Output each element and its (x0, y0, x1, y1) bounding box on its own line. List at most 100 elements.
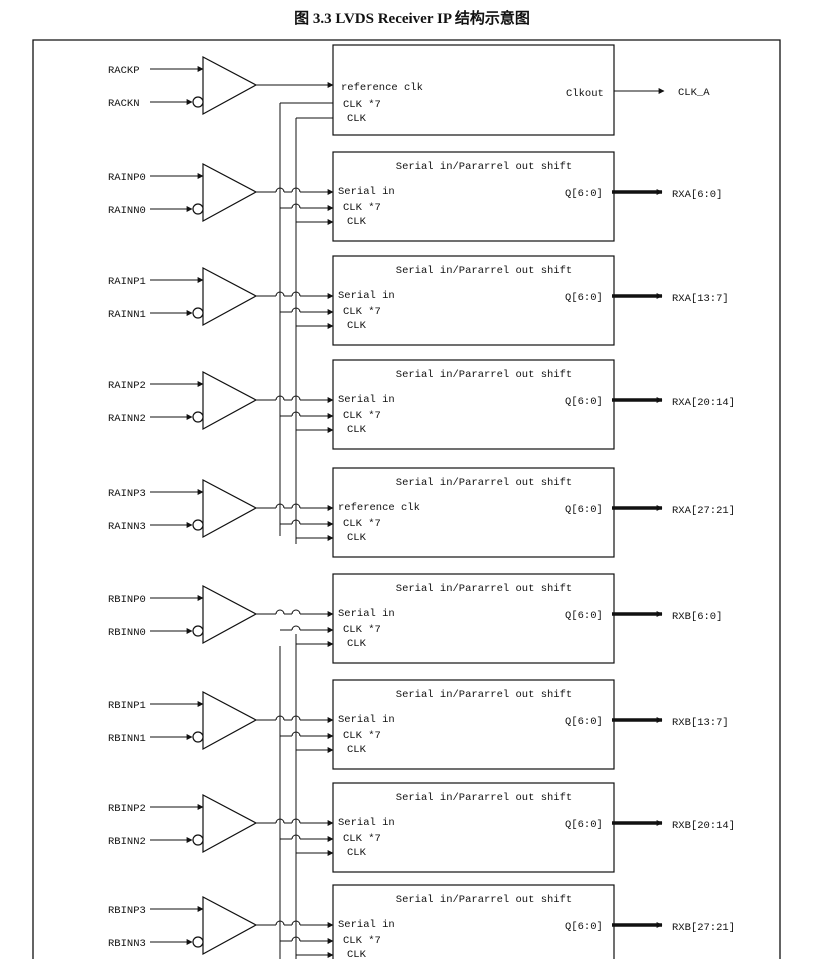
clock-inverter-bubble (192, 96, 204, 108)
channel-3-hop-b (291, 503, 301, 509)
channel-2-port-clk7: CLK *7 (343, 410, 381, 422)
channel-0-hop-b (291, 187, 301, 193)
channel-0-hop-c (291, 203, 301, 209)
channel-2-header: Serial in/Pararrel out shift (396, 369, 572, 381)
clock-block (332, 44, 615, 136)
channel-5-hop-c (291, 731, 301, 737)
channel-5-header: Serial in/Pararrel out shift (396, 689, 572, 701)
channel-6-input-n-label: RBINN2 (108, 836, 146, 848)
channel-6-out-port: Q[6:0] (565, 819, 603, 831)
channel-5-out-port: Q[6:0] (565, 716, 603, 728)
channel-2-buffer (202, 371, 258, 431)
channel-7-out-port: Q[6:0] (565, 921, 603, 933)
channel-6-inverter-bubble (192, 834, 204, 846)
channel-1-input-n-label: RAINN1 (108, 309, 146, 321)
channel-3-inverter-bubble (192, 519, 204, 531)
channel-5-port-clk: CLK (347, 744, 367, 756)
channel-5-input-n-label: RBINN1 (108, 733, 146, 745)
channel-1-buffer (202, 267, 258, 327)
channel-1-input-p-label: RAINP1 (108, 276, 146, 288)
channel-0-input-n-label: RAINN0 (108, 205, 146, 217)
channel-5-port-serial-in: Serial in (338, 714, 395, 726)
channel-4-input-n-label: RBINN0 (108, 627, 146, 639)
channel-3-hop-a (275, 503, 285, 509)
channel-7-input-p-label: RBINP3 (108, 905, 146, 917)
channel-2-output-label: RXA[20:14] (672, 397, 735, 409)
page-title: 图 3.3 LVDS Receiver IP 结构示意图 (294, 11, 530, 27)
channel-1-out-port: Q[6:0] (565, 292, 603, 304)
channel-5-output-label: RXB[13:7] (672, 717, 729, 729)
channel-1-inverter-bubble (192, 307, 204, 319)
channel-4-port-clk: CLK (347, 638, 367, 650)
channel-4-header: Serial in/Pararrel out shift (396, 583, 572, 595)
channel-2-port-serial-in: Serial in (338, 394, 395, 406)
channel-0-hop-a (275, 187, 285, 193)
clock-buffer (202, 56, 258, 116)
channel-3-port-clk7: CLK *7 (343, 518, 381, 530)
channel-0-port-clk7: CLK *7 (343, 202, 381, 214)
channel-7-port-clk: CLK (347, 949, 367, 959)
channel-6-input-p-label: RBINP2 (108, 803, 146, 815)
channel-3-header: Serial in/Pararrel out shift (396, 477, 572, 489)
channel-0-header: Serial in/Pararrel out shift (396, 161, 572, 173)
channel-4-hop-c (291, 625, 301, 631)
channel-6-port-clk7: CLK *7 (343, 833, 381, 845)
channel-0-shift-block (332, 151, 615, 242)
channel-4-buffer (202, 585, 258, 645)
channel-5-shift-block (332, 679, 615, 770)
channel-0-port-clk: CLK (347, 216, 367, 228)
channel-7-input-n-label: RBINN3 (108, 938, 146, 950)
channel-0-output-label: RXA[6:0] (672, 189, 722, 201)
channel-7-header: Serial in/Pararrel out shift (396, 894, 572, 906)
channel-3-shift-block (332, 467, 615, 558)
outer-frame (32, 39, 781, 959)
channel-6-port-clk: CLK (347, 847, 367, 859)
channel-6-output-label: RXB[20:14] (672, 820, 735, 832)
channel-1-hop-c (291, 307, 301, 313)
channel-5-buffer (202, 691, 258, 751)
channel-5-port-clk7: CLK *7 (343, 730, 381, 742)
channel-7-buffer (202, 896, 258, 956)
channel-1-shift-block (332, 255, 615, 346)
channel-0-port-serial-in: Serial in (338, 186, 395, 198)
channel-2-hop-a (275, 395, 285, 401)
channel-7-hop-b (291, 920, 301, 926)
channel-0-input-p-label: RAINP0 (108, 172, 146, 184)
channel-6-hop-a (275, 818, 285, 824)
channel-4-hop-b (291, 609, 301, 615)
channel-1-hop-a (275, 291, 285, 297)
channel-3-port-clk: CLK (347, 532, 367, 544)
channel-0-buffer (202, 163, 258, 223)
clock-port-clk: CLK (347, 113, 367, 125)
channel-6-buffer (202, 794, 258, 854)
channel-4-shift-block (332, 573, 615, 664)
channel-2-hop-c (291, 411, 301, 417)
channel-3-out-port: Q[6:0] (565, 504, 603, 516)
channel-7-inverter-bubble (192, 936, 204, 948)
channel-6-shift-block (332, 782, 615, 873)
channel-4-hop-a (275, 609, 285, 615)
channel-3-port-serial-in: reference clk (338, 502, 420, 514)
channel-7-shift-block (332, 884, 615, 959)
channel-0-inverter-bubble (192, 203, 204, 215)
channel-7-output-label: RXB[27:21] (672, 922, 735, 934)
channel-5-hop-a (275, 715, 285, 721)
channel-1-output-label: RXA[13:7] (672, 293, 729, 305)
channel-2-input-p-label: RAINP2 (108, 380, 146, 392)
clock-port-clk7: CLK *7 (343, 99, 381, 111)
channel-7-hop-a (275, 920, 285, 926)
channel-7-port-clk7: CLK *7 (343, 935, 381, 947)
channel-5-input-p-label: RBINP1 (108, 700, 146, 712)
channel-6-hop-c (291, 834, 301, 840)
channel-1-port-clk: CLK (347, 320, 367, 332)
channel-6-port-serial-in: Serial in (338, 817, 395, 829)
channel-0-out-port: Q[6:0] (565, 188, 603, 200)
channel-6-header: Serial in/Pararrel out shift (396, 792, 572, 804)
channel-3-buffer (202, 479, 258, 539)
channel-5-inverter-bubble (192, 731, 204, 743)
channel-3-input-n-label: RAINN3 (108, 521, 146, 533)
channel-3-output-label: RXA[27:21] (672, 505, 735, 517)
channel-2-port-clk: CLK (347, 424, 367, 436)
channel-4-port-serial-in: Serial in (338, 608, 395, 620)
